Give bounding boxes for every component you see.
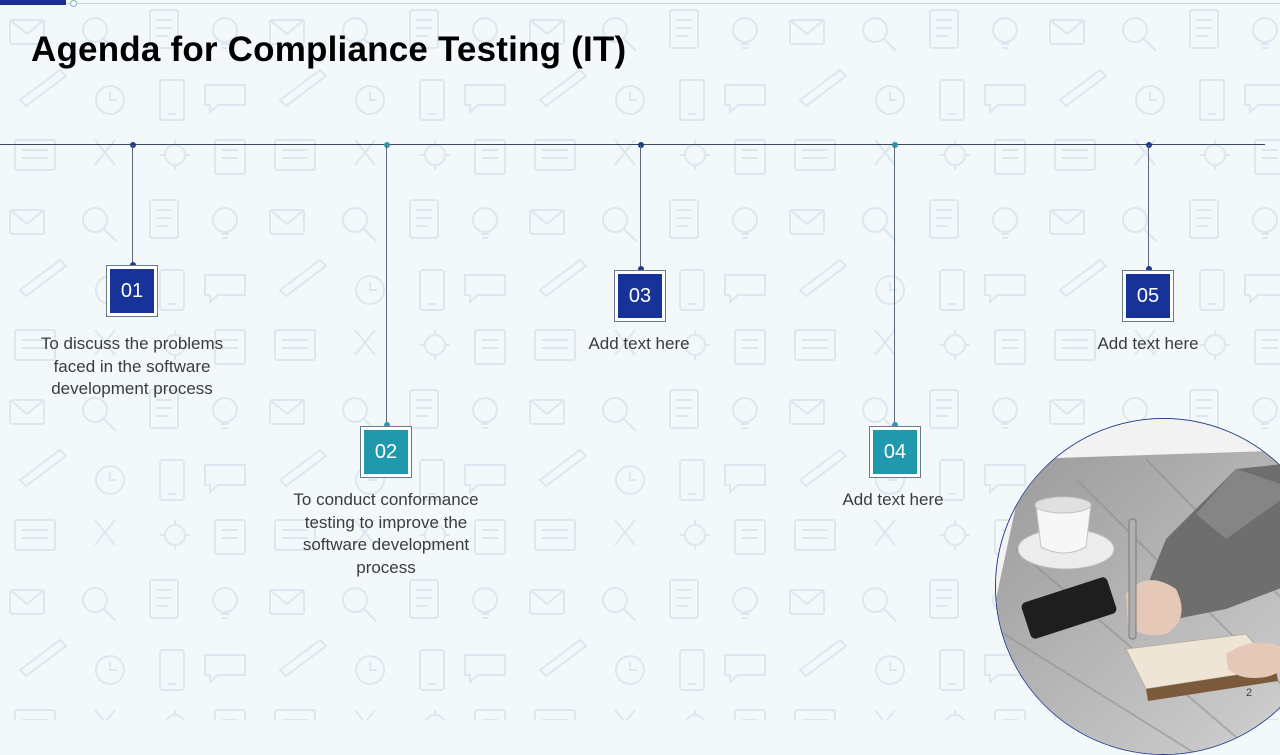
agenda-item-1-text: To discuss the problems faced in the sof… [40, 334, 224, 398]
timeline-dot-3 [638, 142, 644, 148]
connector-dot-3 [638, 266, 644, 272]
connector-line-3 [640, 145, 641, 269]
agenda-item-2-box: 02 [360, 426, 412, 478]
agenda-item-5-number: 05 [1126, 274, 1170, 318]
top-accent-bar [0, 0, 66, 5]
timeline-dot-4 [892, 142, 898, 148]
connector-dot-4 [892, 422, 898, 428]
agenda-item-1-number: 01 [110, 269, 154, 313]
connector-line-4 [894, 145, 895, 425]
connector-line-1 [132, 145, 133, 265]
agenda-item-4-box: 04 [869, 426, 921, 478]
top-rule-dot [70, 0, 77, 7]
agenda-item-2-number: 02 [364, 430, 408, 474]
agenda-item-3-box: 03 [614, 270, 666, 322]
timeline-dot-5 [1146, 142, 1152, 148]
page-number: 2 [1246, 687, 1253, 699]
agenda-item-2-text: To conduct conformance testing to improv… [293, 490, 479, 577]
agenda-item-5-box: 05 [1122, 270, 1174, 322]
slide-title: Agenda for Compliance Testing (IT) [31, 30, 627, 69]
agenda-item-1-box: 01 [106, 265, 158, 317]
agenda-item-3-number: 03 [618, 274, 662, 318]
photo-illustration [996, 419, 1280, 754]
agenda-item-3-text: Add text here [588, 334, 690, 353]
agenda-item-4-text: Add text here [842, 490, 944, 509]
timeline-dot-2 [384, 142, 390, 148]
writing-notebook-photo [995, 418, 1280, 755]
agenda-item-4-number: 04 [873, 430, 917, 474]
timeline-dot-1 [130, 142, 136, 148]
connector-line-5 [1148, 145, 1149, 269]
timeline-line [0, 144, 1265, 145]
connector-dot-5 [1146, 266, 1152, 272]
connector-line-2 [386, 145, 387, 425]
top-rule-line [66, 3, 1280, 4]
connector-dot-2 [384, 422, 390, 428]
agenda-item-5-text: Add text here [1097, 334, 1199, 353]
